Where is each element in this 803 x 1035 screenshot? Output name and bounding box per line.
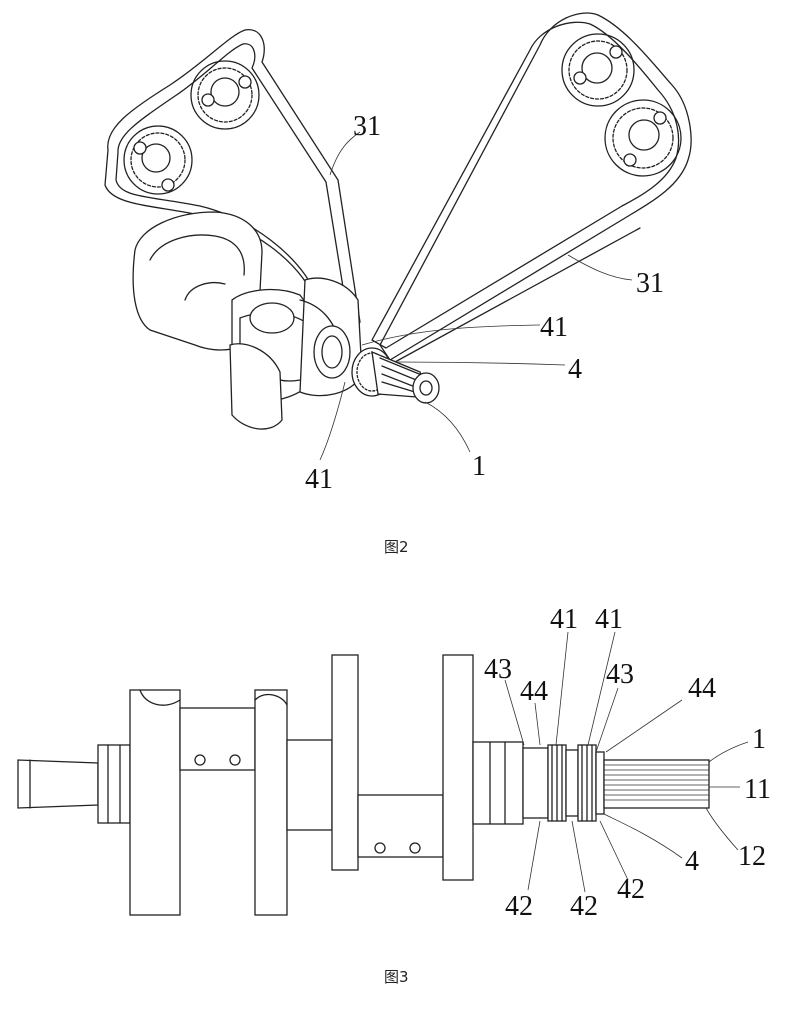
right-chain-outer — [379, 12, 692, 361]
leader-41-right — [361, 324, 541, 346]
label-12: 12 — [738, 841, 766, 872]
leader-31-upper — [329, 131, 361, 176]
leader-44-right — [605, 699, 683, 753]
leader-1 — [708, 741, 749, 763]
leader-42-a — [527, 820, 541, 891]
label-44-right: 44 — [688, 673, 716, 704]
chain-strand-lower — [394, 227, 641, 363]
cam-sprocket-upper-left — [190, 60, 260, 130]
leader-43-right — [595, 687, 619, 753]
label-44-left: 44 — [520, 676, 548, 707]
label-43-left: 43 — [484, 654, 512, 685]
leader-43-left — [504, 679, 525, 746]
label-4: 4 — [685, 846, 699, 877]
crank-web-4 — [442, 654, 474, 881]
leader-4 — [603, 813, 683, 859]
label-1: 1 — [752, 724, 766, 755]
crank-web-3 — [331, 654, 359, 871]
leader-4 — [397, 361, 566, 366]
label-41-a: 41 — [550, 604, 578, 635]
crank-pin-1 — [179, 707, 256, 771]
label-42-b: 42 — [570, 891, 598, 922]
leader-41-left — [319, 381, 346, 461]
caption-figure-2: 图2 — [384, 538, 409, 556]
leader-42-b — [571, 820, 586, 893]
label-41-left: 41 — [305, 464, 333, 495]
label-42-c: 42 — [617, 874, 645, 905]
label-31-upper: 31 — [353, 111, 381, 142]
caption-figure-3: 图3 — [384, 968, 409, 986]
crankshaft-perspective — [132, 211, 363, 430]
crank-front-journal — [97, 744, 131, 824]
label-31-right: 31 — [636, 268, 664, 299]
leader-41-a — [555, 631, 569, 746]
label-4: 4 — [568, 354, 582, 385]
crank-main-journal-2 — [286, 739, 333, 831]
label-41-right: 41 — [540, 312, 568, 343]
label-42-a: 42 — [505, 891, 533, 922]
crank-nose-sprocket — [351, 347, 440, 404]
gear-collar — [595, 751, 605, 815]
right-chain-inner — [371, 21, 680, 349]
crank-web-2 — [254, 689, 288, 916]
label-11: 11 — [744, 774, 771, 805]
crank-rear-journal — [472, 741, 524, 825]
gear-hub — [522, 747, 549, 819]
leader-1 — [424, 401, 471, 453]
splined-shaft — [603, 759, 710, 809]
figure-3: 43 44 41 41 43 44 1 11 12 4 42 42 42 图3 — [17, 604, 771, 986]
cam-sprocket-lower-right — [604, 99, 682, 177]
leader-31-right — [567, 254, 633, 281]
cam-sprocket-lower-left — [123, 125, 193, 195]
crank-web-1 — [129, 689, 181, 916]
cam-sprocket-upper-right — [561, 33, 635, 107]
label-43-right: 43 — [606, 659, 634, 690]
crank-pin-2 — [357, 794, 444, 858]
label-41-b: 41 — [595, 604, 623, 635]
figure-2: 31 31 41 4 41 1 图2 — [104, 12, 692, 556]
gear-spacer — [565, 749, 579, 817]
leader-41-b — [587, 631, 616, 746]
leader-12 — [705, 807, 739, 851]
leader-42-c — [599, 820, 629, 881]
label-1: 1 — [472, 451, 486, 482]
leader-44-left — [534, 702, 541, 746]
